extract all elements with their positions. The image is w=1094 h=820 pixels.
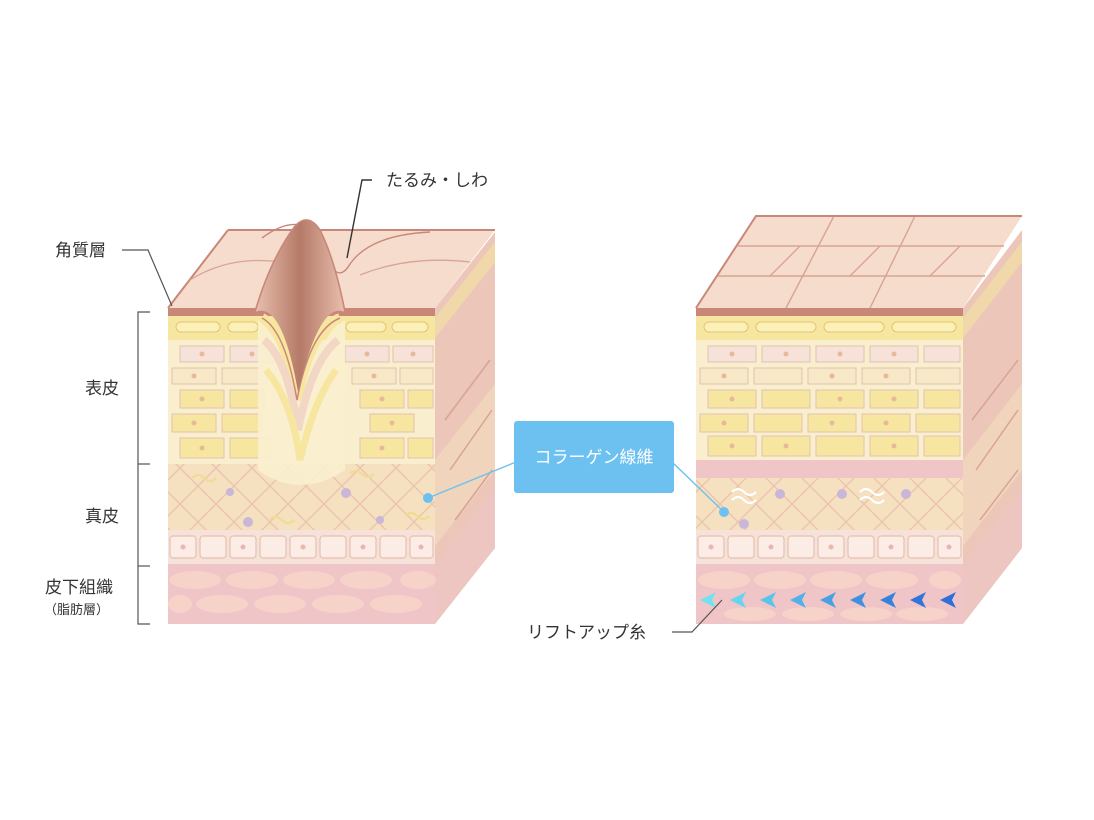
wrinkle-leader <box>346 179 372 259</box>
lift-thread-leader <box>672 599 723 633</box>
right-skin-block <box>695 215 1022 624</box>
collagen-point-left <box>423 493 433 503</box>
subcutaneous-sub-label: （脂肪層） <box>44 602 109 618</box>
stratum-corneum-leader <box>122 249 173 307</box>
wrinkle-fold <box>255 219 345 392</box>
right-block-top-surface <box>696 216 1022 308</box>
left-block-side-lines <box>435 242 495 624</box>
stratum-corneum-label: 角質層 <box>55 241 106 261</box>
lift-thread-label: リフトアップ糸 <box>527 623 646 643</box>
collagen-leaders <box>427 461 725 513</box>
left-epidermis-cells <box>171 345 434 459</box>
subcutaneous-label: 皮下組織 <box>45 578 113 598</box>
epidermis-label: 表皮 <box>85 379 119 399</box>
dermis-label: 真皮 <box>85 507 119 527</box>
sagging-wrinkle-label: たるみ・しわ <box>386 171 488 191</box>
left-skin-block <box>167 219 495 624</box>
lift-thread <box>698 592 963 608</box>
collagen-label: コラーゲン線維 <box>535 448 654 468</box>
collagen-callout <box>514 421 674 493</box>
collagen-point-right <box>719 507 729 517</box>
layer-bracket <box>137 311 150 625</box>
